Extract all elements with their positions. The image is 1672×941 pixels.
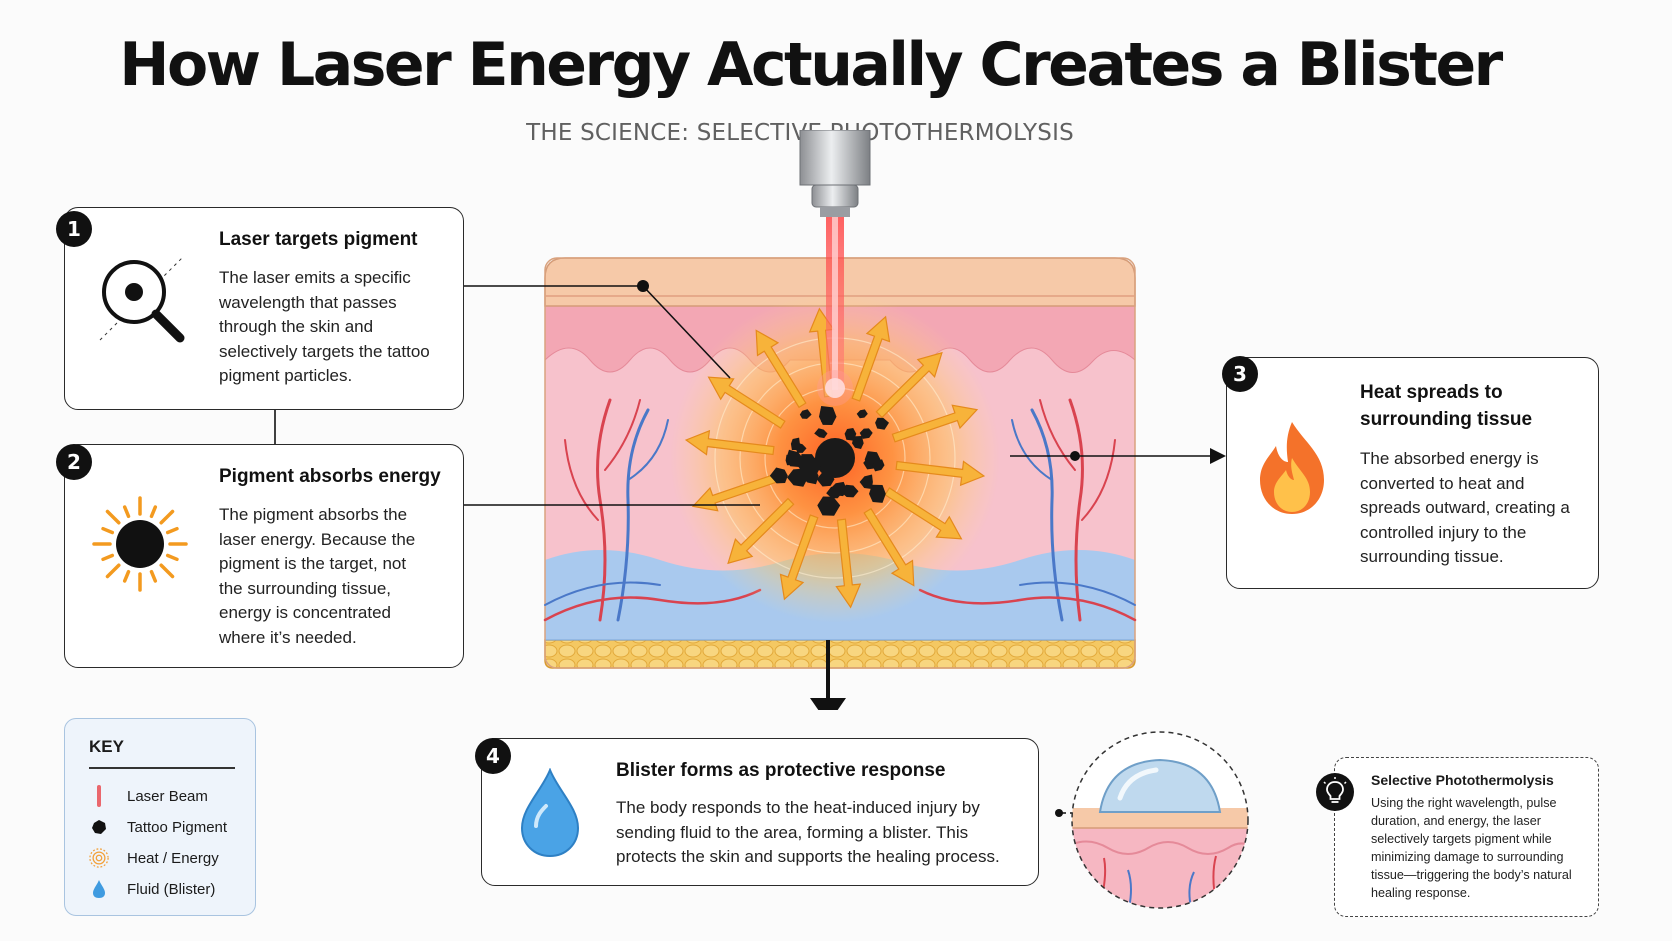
sun-ray xyxy=(149,505,158,519)
heat-arrow xyxy=(835,518,862,609)
pigment-particle xyxy=(816,472,835,487)
pigment-particle xyxy=(875,417,889,430)
sun-ray xyxy=(105,563,121,579)
key-divider xyxy=(89,767,235,769)
step-2-body: The pigment absorbs the laser energy. Be… xyxy=(219,505,416,647)
pigment-particle xyxy=(859,428,873,439)
sun-icon xyxy=(92,496,188,592)
pigment-icon xyxy=(89,817,109,837)
heat-arrow xyxy=(707,376,786,429)
pigment-particle xyxy=(800,468,819,485)
magnifier-icon xyxy=(99,257,185,343)
step-4-body: The body responds to the heat-induced in… xyxy=(616,798,1000,866)
selective-photothermolysis-note: Selective Photothermolysis Using the rig… xyxy=(1316,757,1599,917)
heat-arrow xyxy=(684,429,775,456)
heat-arrow xyxy=(891,404,979,443)
sun-ray xyxy=(149,569,158,583)
key-item-label: Fluid (Blister) xyxy=(127,880,216,898)
step-1-badge: 1 xyxy=(56,211,92,247)
step-3-title: Heat spreads to surrounding tissue xyxy=(1360,382,1533,430)
pigment-particle xyxy=(786,449,804,467)
blister-magnified-illustration xyxy=(1071,731,1249,909)
sun-ray xyxy=(101,553,115,562)
heat-arrow xyxy=(895,460,986,487)
key-item-laser-beam: Laser Beam xyxy=(89,785,208,807)
step-3-body: The absorbed energy is converted to heat… xyxy=(1360,449,1570,566)
note-title: Selective Photothermolysis xyxy=(1371,772,1554,788)
pigment-particle xyxy=(852,436,864,449)
sun-ray xyxy=(165,526,179,535)
pigment-particle xyxy=(817,496,841,516)
step-3-badge: 3 xyxy=(1222,356,1258,392)
laser-beam-icon xyxy=(89,785,109,807)
flame-icon xyxy=(1260,422,1324,514)
key-item-label: Laser Beam xyxy=(127,787,208,805)
heat-arrow xyxy=(779,514,819,601)
pigment-particle xyxy=(844,428,857,441)
key-item-label: Tattoo Pigment xyxy=(127,818,228,836)
sun-ray xyxy=(159,509,175,525)
lightbulb-icon xyxy=(1316,773,1354,811)
step-2-badge: 2 xyxy=(56,444,92,480)
note-body: Using the right wavelength, pulse durati… xyxy=(1371,796,1572,900)
pigment-particle xyxy=(869,484,886,503)
key-item-label: Heat / Energy xyxy=(127,849,219,867)
sun-ray xyxy=(101,526,115,535)
step-1-title: Laser targets pigment xyxy=(219,229,418,250)
pigment-particle xyxy=(769,467,788,484)
pigment-particle xyxy=(872,459,885,472)
key-item-tattoo-pigment: Tattoo Pigment xyxy=(89,816,227,838)
heat-arrow xyxy=(884,487,963,540)
step-4-badge: 4 xyxy=(475,738,511,774)
sun-ray xyxy=(165,553,179,562)
step-4-title: Blister forms as protective response xyxy=(616,760,946,781)
pigment-particle xyxy=(799,409,812,419)
heat-arrow xyxy=(875,351,943,419)
pigment-particle xyxy=(826,486,842,499)
pigment-particle xyxy=(787,468,809,487)
heat-arrow xyxy=(863,507,915,587)
heat-arrow xyxy=(727,497,795,565)
key-title: KEY xyxy=(89,737,124,756)
step-2-title: Pigment absorbs energy xyxy=(219,466,441,487)
heat-arrow xyxy=(755,329,807,409)
sun-ray xyxy=(105,509,121,525)
fluid-icon xyxy=(89,879,109,899)
pigment-particle xyxy=(815,438,855,478)
heat-arrow xyxy=(691,473,779,512)
page-title: How Laser Energy Actually Creates a Blis… xyxy=(119,30,1503,100)
heat-arrow xyxy=(851,315,891,402)
key-legend: KEY Laser Beam Tattoo Pigment Heat / Ene… xyxy=(64,718,256,916)
pigment-particle xyxy=(795,442,807,453)
sun-ray xyxy=(122,569,131,583)
water-drop-icon xyxy=(520,768,580,858)
pigment-particle xyxy=(859,474,873,489)
pigment-particle xyxy=(856,409,868,419)
sun-ray xyxy=(159,563,175,579)
step-1-body: The laser emits a specific wavelength th… xyxy=(219,268,430,385)
key-item-fluid-blister: Fluid (Blister) xyxy=(89,878,215,900)
pigment-particle xyxy=(814,428,828,439)
pigment-particle xyxy=(819,406,837,425)
heat-icon xyxy=(89,848,109,868)
key-item-heat-energy: Heat / Energy xyxy=(89,847,219,869)
sun-ray xyxy=(122,505,131,519)
